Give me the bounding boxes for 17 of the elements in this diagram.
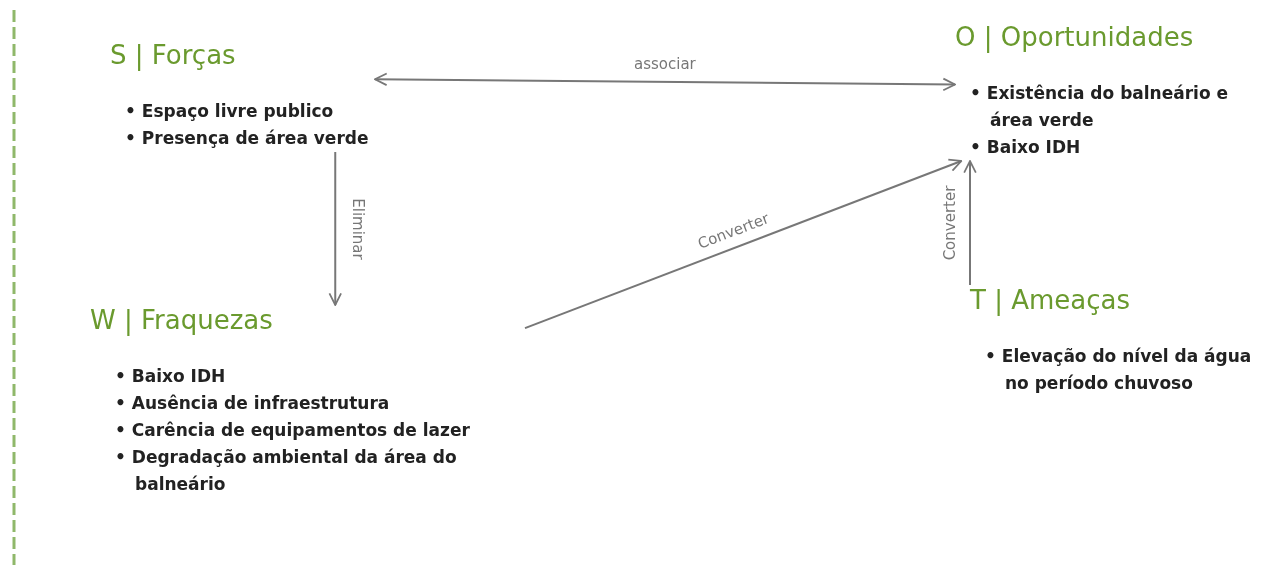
arrow [374,72,956,92]
bullet-item: • Existência do balneário e área verde [970,82,1230,132]
section-heading: W | Fraquezas [90,305,273,335]
bullet-item: • Presença de área verde [125,127,370,150]
bullet-item: • Baixo IDH [115,365,227,388]
bullet-item: • Ausência de infraestrutura [115,392,391,415]
bullet-item: • Espaço livre publico [125,100,335,123]
arrow [963,160,977,286]
section-heading: S | Forças [110,40,236,70]
bullet-item: • Elevação do nível da água no período chuvoso [985,345,1253,395]
section-heading: O | Oportunidades [955,22,1194,52]
section-heading: T | Ameaças [970,285,1130,315]
arrow [524,158,963,330]
bullet-item: • Carência de equipamentos de lazer [115,419,471,442]
bullet-item: • Degradação ambiental da área do balneário [115,446,458,496]
bullet-item: • Baixo IDH [970,136,1082,159]
arrow [328,151,342,306]
